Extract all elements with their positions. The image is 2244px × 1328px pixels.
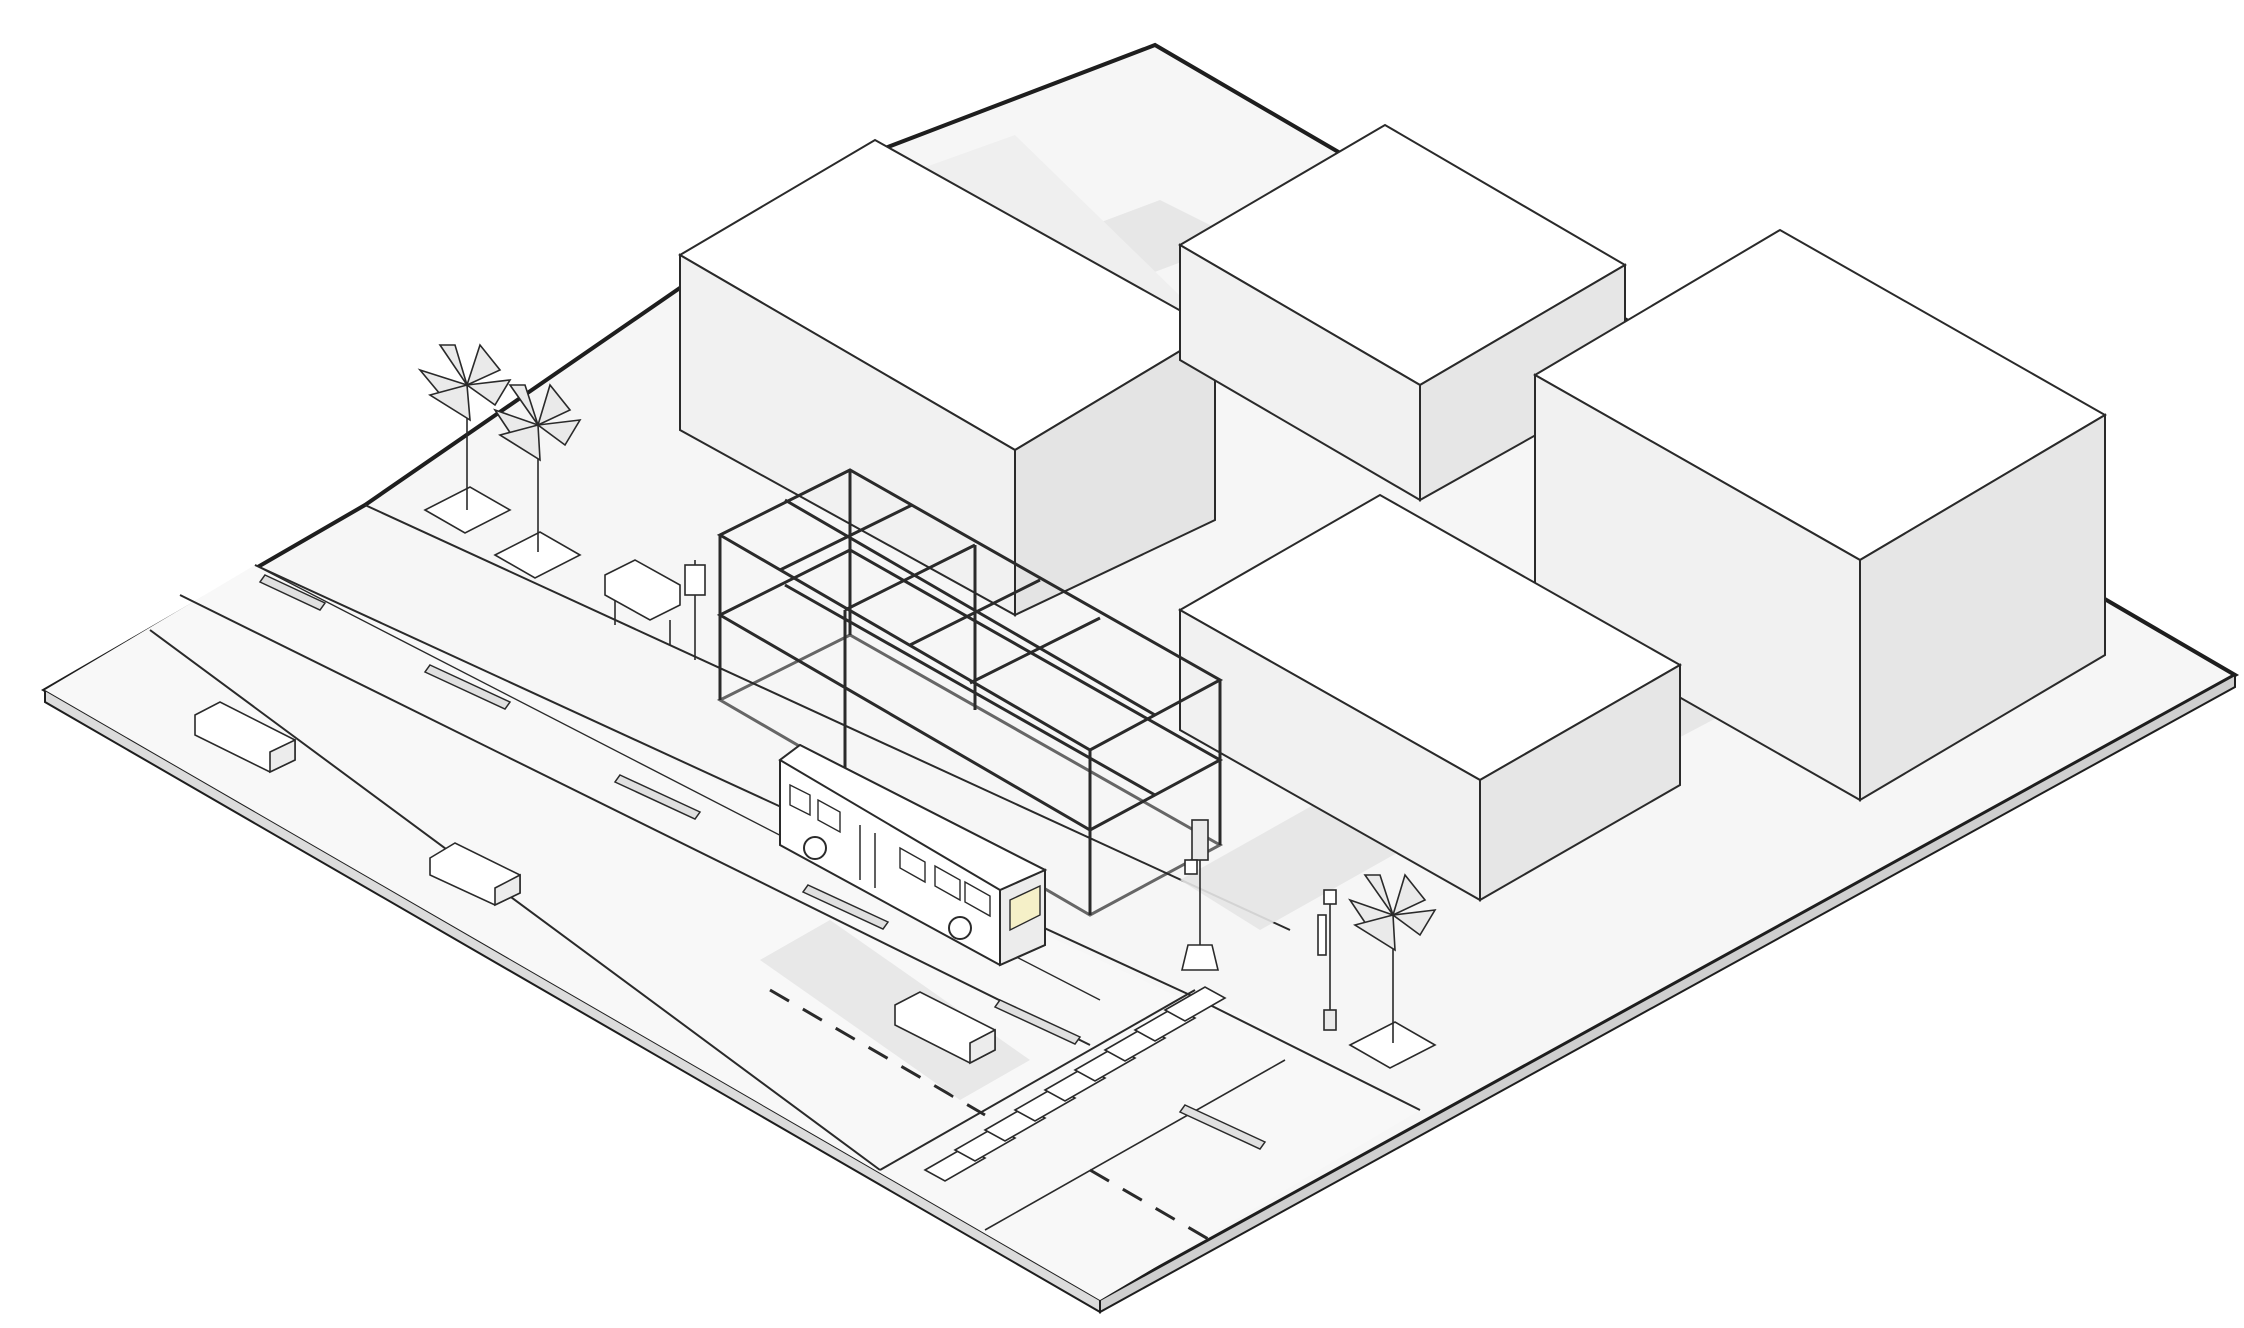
crosswalk (923, 986, 1227, 1182)
building-back-right (1178, 123, 1627, 502)
median-planters (258, 574, 1267, 1150)
palm-tree-1 (417, 343, 512, 534)
palm-tree-2 (493, 383, 582, 579)
bus (778, 743, 1048, 967)
car-1 (194, 701, 296, 774)
building-front-right (1533, 228, 2107, 802)
frame-structure (716, 468, 1224, 917)
bus-stop-shelter (604, 559, 706, 660)
traffic-signal (1180, 819, 1220, 971)
roadway (45, 504, 1421, 1300)
car-2 (429, 842, 521, 907)
car-3 (894, 991, 996, 1065)
building-front-middle (1177, 493, 1683, 902)
street-lamp (1317, 889, 1337, 1031)
building-back-left (678, 135, 1217, 617)
palm-tree-3 (1348, 873, 1437, 1069)
